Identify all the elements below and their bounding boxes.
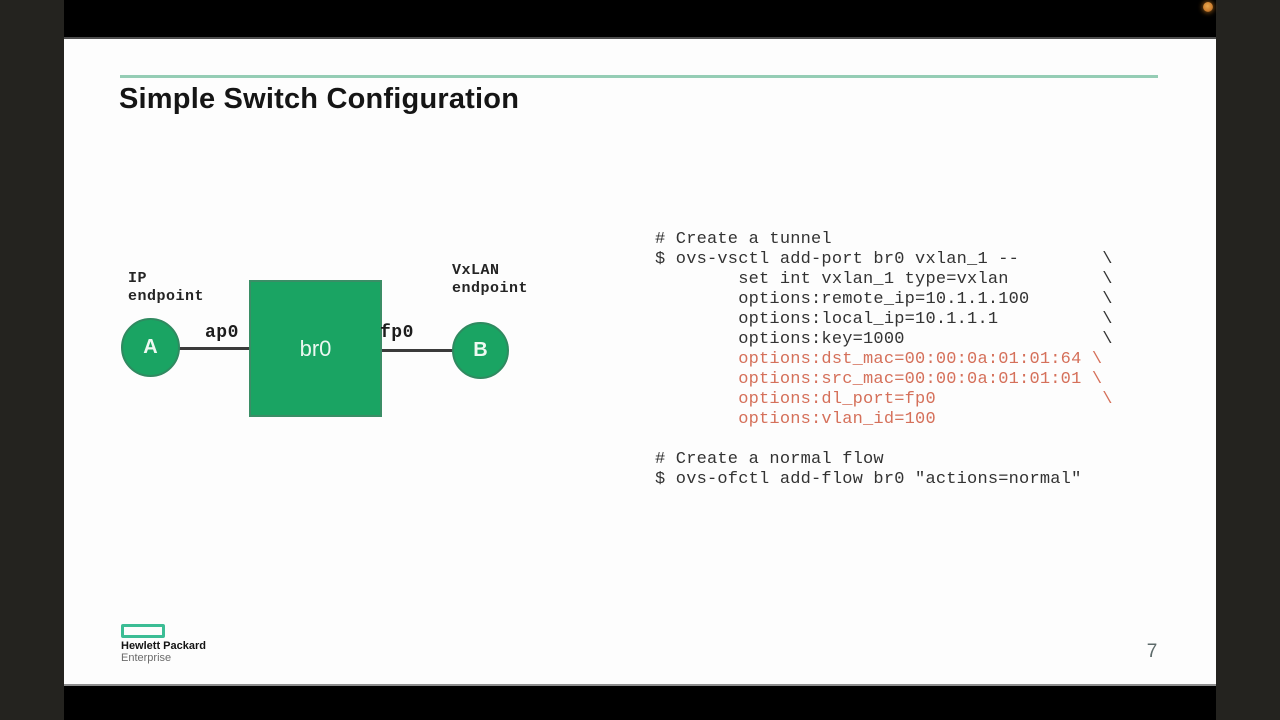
code-line: $ ovs-ofctl add-flow br0 "actions=normal…	[655, 470, 1082, 489]
title-accent-line	[120, 75, 1158, 78]
code-line: options:src_mac=00:00:0a:01:01:01 \	[655, 370, 1103, 389]
node-b-label: B	[473, 339, 488, 361]
code-line: $ ovs-vsctl add-port br0 vxlan_1 -- \	[655, 250, 1113, 269]
code-block: # Create a tunnel$ ovs-vsctl add-port br…	[655, 230, 1113, 490]
bridge-br0-label: br0	[299, 335, 332, 361]
node-a-label: A	[143, 336, 158, 358]
code-line: options:local_ip=10.1.1.1 \	[655, 310, 1113, 329]
code-line: options:dst_mac=00:00:0a:01:01:64 \	[655, 350, 1103, 369]
code-line: options:vlan_id=100	[655, 410, 936, 429]
presentation-slide: Simple Switch Configuration IP endpoint …	[64, 39, 1216, 684]
ip-endpoint-label-line1: IP	[128, 270, 148, 287]
node-a-circle: A	[121, 318, 180, 377]
link-a-to-bridge	[178, 347, 250, 350]
node-b-circle: B	[452, 322, 509, 379]
bridge-br0-rect: br0	[249, 280, 382, 417]
recording-indicator-icon	[1203, 2, 1213, 12]
code-line	[655, 430, 1113, 450]
letterbox-top-bar	[64, 0, 1216, 39]
slide-title: Simple Switch Configuration	[119, 83, 520, 115]
vxlan-endpoint-label-line1: VxLAN	[452, 262, 500, 279]
link-bridge-to-b	[380, 349, 453, 352]
ip-endpoint-label-line2: endpoint	[128, 288, 205, 305]
code-line: options:key=1000 \	[655, 330, 1113, 349]
ip-endpoint-label: IP endpoint	[128, 270, 204, 306]
port-fp0-label: fp0	[380, 323, 414, 343]
port-ap0-label: ap0	[205, 323, 239, 343]
page-number: 7	[1146, 641, 1158, 662]
hpe-logo: Hewlett Packard Enterprise	[121, 624, 206, 664]
code-line: options:remote_ip=10.1.1.100 \	[655, 290, 1113, 309]
hpe-brand-name: Hewlett Packard	[121, 640, 206, 652]
hpe-logo-mark-icon	[121, 624, 165, 638]
letterbox-bottom-bar	[64, 684, 1216, 720]
vxlan-endpoint-label: VxLAN endpoint	[452, 262, 528, 298]
hpe-brand-sub: Enterprise	[121, 652, 172, 664]
code-line: set int vxlan_1 type=vxlan \	[655, 270, 1113, 289]
code-line: options:dl_port=fp0 \	[655, 390, 1113, 409]
code-line: # Create a tunnel	[655, 230, 832, 249]
code-line: # Create a normal flow	[655, 450, 884, 469]
vxlan-endpoint-label-line2: endpoint	[452, 280, 529, 297]
